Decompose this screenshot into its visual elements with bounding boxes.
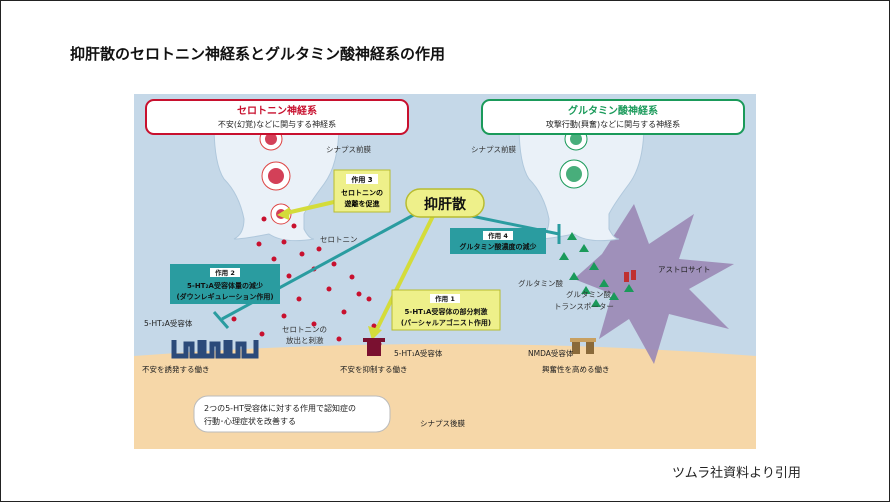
action3-arrowhead [277,207,290,220]
glutamate-transporter [624,270,636,282]
vesicle-content [570,133,582,145]
action3-line2: 遊離を促進 [345,199,380,208]
drug-yokukansan [405,188,485,218]
presynaptic-label-left: シナプス前膜 [326,144,371,154]
glutamate-label: グルタミン酸 [518,278,563,288]
action4-line1: グルタミン酸濃度の減少 [460,242,537,251]
action2-tag-bg [210,268,240,277]
effect-increase-excitability: 興奮性を高める働き [542,364,610,374]
summary-box [193,395,391,433]
action2-tag: 作用 2 [215,268,235,277]
action1-tag: 作用 1 [435,294,455,303]
receptor-nmda [570,338,596,354]
action2-inhibit-bar [212,311,230,329]
action1-line1: 5-HT₁A受容体の部分刺激 [405,307,488,316]
action1-tag-bg [430,294,460,303]
action2-line2: (ダウンレギュレーション作用) [176,292,273,301]
effect-induce-anxiety: 不安を誘発する働き [142,364,210,374]
drug-label: 抑肝散 [424,196,467,213]
astrocyte-label: アストロサイト [658,265,711,274]
glutamate-system-title: グルタミン酸神経系 [568,104,658,117]
slide-title: 抑肝散のセロトニン神経系とグルタミン酸神経系の作用 [70,45,446,63]
action1-arrow [374,213,436,332]
release-label-1: セロトニンの [282,325,327,334]
action4-tag: 作用 4 [488,231,508,240]
receptor-5ht2a-group [171,340,259,359]
transporter-label-2: トランスポーター [554,302,614,311]
serotonin-label: セロトニン [320,235,358,244]
source-citation: ツムラ社資料より引用 [672,466,801,481]
vesicle-content [265,133,277,145]
action3-arrow [281,200,335,216]
glutamate-molecules [559,232,634,307]
action1-line2: (パーシャルアゴニスト作用) [401,318,491,327]
release-label-2: 放出と刺激 [286,335,324,345]
presynaptic-label-right: シナプス前膜 [471,144,516,154]
action1-arrowhead [368,326,382,340]
astrocyte-shape [574,204,734,364]
action3-tag: 作用 3 [351,175,372,184]
summary-line1: 2つの5-HT受容体に対する作用で認知症の [204,403,356,413]
nmda-label: NMDA受容体 [528,348,574,358]
transporter-label-1: グルタミン酸 [566,289,611,299]
glutamate-system-box [481,99,745,135]
effect-suppress-anxiety: 不安を抑制する働き [340,364,408,374]
action4-tag-bg [483,231,513,240]
summary-line2: 行動･心理症状を改善する [204,416,296,426]
serotonin-system-box [145,99,409,135]
glutamate-system-subtitle: 攻撃行動(興奮)などに関与する神経系 [546,119,680,129]
vesicle-content [566,166,582,182]
action2-line1: 5-HT₂A受容体量の減少 [187,281,263,290]
serotonin-system-title: セロトニン神経系 [237,104,317,117]
postsynaptic-label: シナプス後膜 [420,418,465,428]
serotonin-system-subtitle: 不安(幻覚)などに関与する神経系 [218,119,336,129]
receptor-5ht1a-label: 5-HT₁A受容体 [394,348,443,358]
action3-tag-bg [346,174,378,184]
receptor-5ht2a-label: 5-HT₂A受容体 [144,318,193,328]
action3-line1: セロトニンの [341,189,383,197]
mechanism-diagram: セロトニン神経系 不安(幻覚)などに関与する神経系 グルタミン酸神経系 攻撃行動… [134,94,756,449]
receptor-5ht1a [363,338,385,356]
vesicle-content [268,168,284,184]
